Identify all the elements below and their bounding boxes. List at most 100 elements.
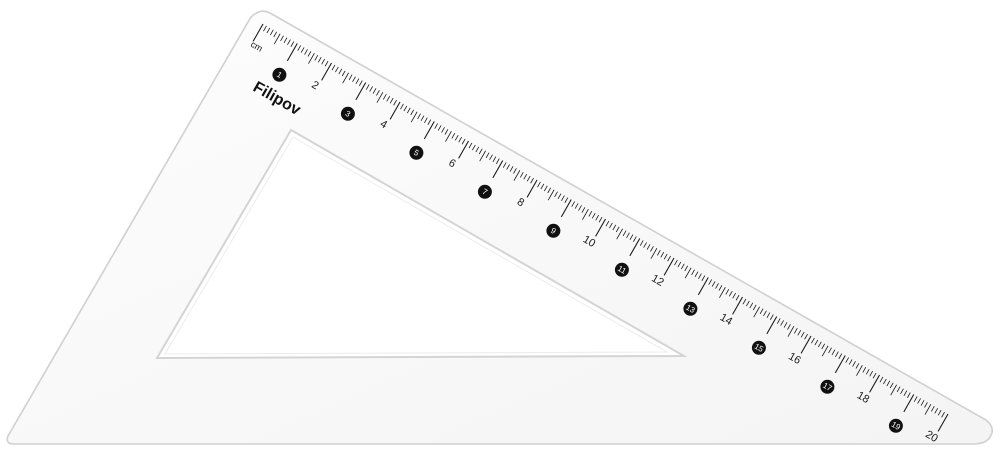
tick-mark xyxy=(472,144,476,151)
tick-mark xyxy=(427,119,432,125)
tick-mark xyxy=(856,365,863,376)
tick-mark xyxy=(616,228,623,240)
tick-mark xyxy=(513,170,521,181)
tick-mark xyxy=(479,150,486,162)
tick-mark xyxy=(855,363,860,369)
tick-mark xyxy=(307,51,312,57)
tick-mark xyxy=(335,66,339,73)
tick-mark xyxy=(410,109,415,116)
tick-mark xyxy=(766,312,771,319)
tick-mark xyxy=(342,72,349,84)
tick-mark xyxy=(780,320,784,326)
tick-mark xyxy=(273,33,281,45)
tick-mark xyxy=(719,287,726,298)
tick-mark xyxy=(903,390,908,397)
tick-mark xyxy=(468,142,473,149)
tick-mark xyxy=(530,177,534,184)
tick-mark xyxy=(787,326,795,337)
scale-dot-17 xyxy=(820,379,835,394)
tick-mark xyxy=(609,222,613,229)
tick-mark xyxy=(680,263,685,270)
tick-mark xyxy=(537,181,541,188)
scale-dot-13 xyxy=(683,301,698,316)
tick-mark xyxy=(424,117,428,124)
tick-mark xyxy=(759,308,764,315)
tick-mark xyxy=(598,216,603,223)
tick-mark xyxy=(263,25,267,32)
tick-mark xyxy=(406,107,411,114)
tick-mark xyxy=(917,398,921,404)
tick-mark xyxy=(461,138,466,145)
tick-mark xyxy=(458,140,469,159)
tick-mark xyxy=(560,199,572,218)
tick-mark xyxy=(513,168,517,174)
scale-dot-5 xyxy=(409,145,424,160)
tick-mark xyxy=(663,253,668,260)
tick-mark xyxy=(626,232,630,239)
tick-mark xyxy=(437,125,442,131)
tick-mark xyxy=(907,392,911,398)
tick-mark xyxy=(937,413,949,432)
tick-mark xyxy=(321,62,332,81)
tick-mark xyxy=(896,386,901,393)
tick-mark xyxy=(502,162,507,168)
tick-mark xyxy=(496,158,500,164)
tick-mark xyxy=(341,70,346,77)
set-square-body xyxy=(6,10,994,445)
tick-mark xyxy=(365,84,370,90)
tick-mark xyxy=(297,45,302,51)
tick-mark xyxy=(869,370,873,377)
tick-marks xyxy=(252,23,949,432)
tick-mark xyxy=(355,82,367,101)
tick-mark xyxy=(286,43,298,62)
tick-mark xyxy=(588,211,593,217)
tick-mark xyxy=(831,349,836,356)
tick-mark xyxy=(674,259,678,266)
scale-label-16: 16 xyxy=(786,350,803,366)
tick-mark xyxy=(478,148,483,155)
tick-mark xyxy=(526,175,531,182)
tick-mark xyxy=(667,255,671,262)
tick-mark xyxy=(889,382,894,389)
tick-mark xyxy=(793,328,798,334)
tick-mark xyxy=(886,380,891,387)
tick-mark xyxy=(434,123,439,129)
tick-mark xyxy=(697,277,709,296)
tick-mark xyxy=(543,185,548,192)
tick-mark xyxy=(458,136,462,143)
tick-mark xyxy=(557,193,562,200)
tick-mark xyxy=(725,289,730,295)
tick-mark xyxy=(506,164,510,170)
tick-mark xyxy=(595,218,606,237)
tick-mark xyxy=(376,92,384,103)
tick-mark xyxy=(445,131,452,142)
tick-mark xyxy=(752,304,757,311)
tick-mark xyxy=(814,339,819,346)
tick-mark xyxy=(770,314,774,320)
tick-mark xyxy=(838,353,843,359)
tick-mark xyxy=(934,407,939,414)
tick-mark xyxy=(266,27,271,34)
scale-dot-7 xyxy=(477,184,492,199)
tick-mark xyxy=(509,166,514,172)
tick-mark xyxy=(622,230,627,237)
tick-mark xyxy=(389,97,394,104)
tick-mark xyxy=(900,388,904,395)
tick-mark xyxy=(519,172,524,178)
tick-mark xyxy=(540,183,545,190)
tick-mark xyxy=(317,56,322,63)
tick-mark xyxy=(523,173,528,180)
tick-mark xyxy=(321,58,325,65)
tick-mark xyxy=(834,355,846,374)
tick-mark xyxy=(386,95,391,102)
tick-mark xyxy=(348,74,353,81)
tick-mark xyxy=(331,64,336,71)
tick-mark xyxy=(708,279,713,285)
tick-mark xyxy=(454,134,459,141)
tick-mark xyxy=(400,103,404,110)
tick-mark xyxy=(352,76,356,83)
tick-mark xyxy=(701,275,706,281)
tick-mark xyxy=(804,333,808,340)
